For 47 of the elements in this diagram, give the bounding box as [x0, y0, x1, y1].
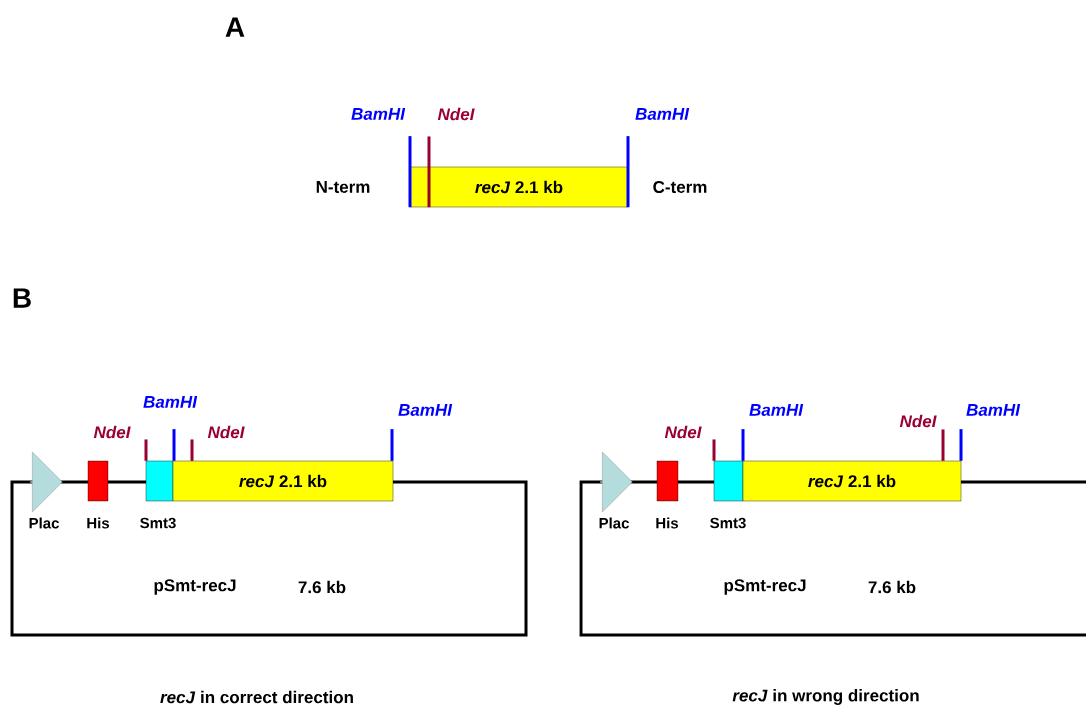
site-label: NdeI — [207, 425, 245, 439]
gene-box — [713, 460, 744, 502]
cut-site-line — [626, 136, 630, 208]
gene-box — [656, 460, 679, 502]
part-label: Smt3 — [140, 517, 176, 529]
terminus-label: C-term — [653, 181, 707, 194]
plasmid-label: pSmt-recJ — [724, 579, 806, 595]
gene-box — [145, 460, 174, 502]
promoter-icon — [600, 451, 633, 513]
cut-site-line — [959, 429, 963, 461]
caption: recJ in correct direction — [160, 690, 353, 704]
site-label: NdeI — [437, 107, 475, 121]
site-label: NdeI — [899, 414, 937, 428]
plasmid-label: 7.6 kb — [868, 580, 916, 594]
cut-site-line — [408, 136, 412, 208]
site-label: BamHI — [749, 404, 804, 416]
plasmid-label: 7.6 kb — [298, 580, 346, 594]
cut-site-line — [190, 439, 194, 461]
part-label: His — [87, 517, 110, 529]
gene-box — [87, 460, 109, 502]
site-label: BamHI — [635, 108, 690, 120]
cut-site-line — [390, 429, 394, 461]
site-label: NdeI — [93, 425, 131, 439]
plasmid-label: pSmt-recJ — [154, 579, 236, 595]
cut-site-line — [741, 429, 745, 461]
gene-box: recJ 2.1 kb — [409, 166, 629, 208]
part-label: Plac — [29, 517, 59, 529]
site-label: NdeI — [664, 425, 702, 439]
gene-box: recJ 2.1 kb — [742, 460, 962, 502]
cut-site-line — [712, 439, 716, 461]
site-label: BamHI — [143, 396, 198, 408]
panel-letter: B — [13, 288, 31, 308]
terminus-label: N-term — [316, 181, 370, 193]
part-label: Smt3 — [710, 517, 746, 529]
site-label: BamHI — [351, 108, 406, 120]
cut-site-line — [427, 136, 431, 208]
site-label: BamHI — [398, 404, 453, 416]
promoter-icon — [30, 451, 63, 513]
caption: recJ in wrong direction — [732, 689, 919, 705]
part-label: Plac — [599, 517, 629, 529]
cut-site-line — [941, 429, 945, 461]
cut-site-line — [144, 439, 148, 461]
cut-site-line — [172, 429, 176, 461]
site-label: BamHI — [966, 404, 1021, 416]
panel-letter: A — [225, 17, 245, 37]
gene-box: recJ 2.1 kb — [172, 460, 394, 502]
part-label: His — [656, 517, 679, 529]
